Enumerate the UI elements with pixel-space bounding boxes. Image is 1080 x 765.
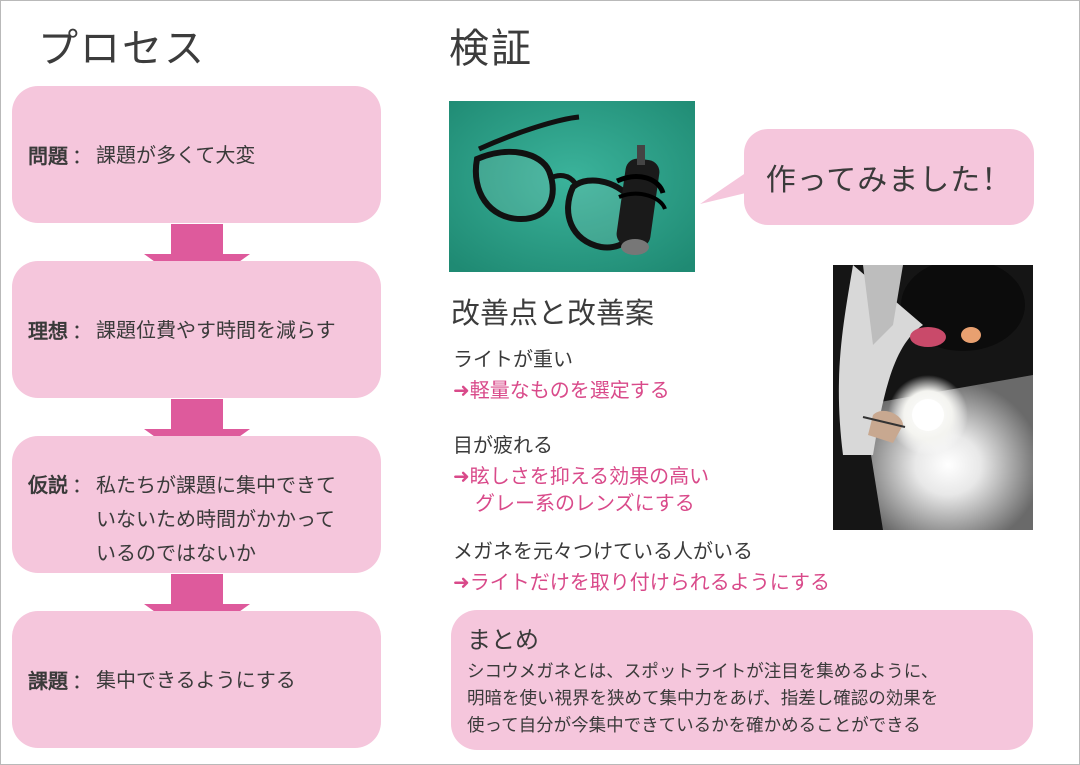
problem-text: 目が疲れる [453,433,553,457]
step-colon: ： [72,144,92,168]
step-text-line: いるのではないか [96,541,256,565]
solution-text: グレー系のレンズにする [475,491,695,515]
step-task: 課題 ： 集中できるようにする [12,611,381,748]
step-problem: 問題 ： 課題が多くて大変 [12,86,381,223]
step-text-line: 私たちが課題に集中できて [96,473,336,497]
step-text-line: いないため時間がかかって [96,507,335,531]
step-text-block: 私たちが課題に集中できて いないため時間がかかって いるのではないか [96,468,336,570]
improvements-title: 改善点と改善案 [451,296,655,330]
step-label: 課題 [28,669,68,693]
bubble-tail-icon [700,170,750,204]
solution-text: ➜軽量なものを選定する [453,378,670,402]
down-arrow-icon [144,224,250,292]
down-arrow-icon [144,399,250,467]
step-text: 課題位費やす時間を減らす [96,317,336,342]
summary-line: 明暗を使い視界を狭めて集中力をあげ、指差し確認の効果を [467,689,939,709]
summary-box: まとめ シコウメガネとは、スポットライトが注目を集めるように、 明暗を使い視界を… [451,610,1033,750]
step-label: 仮説 [28,473,68,497]
solution-text: ➜眩しさを抑える効果の高い [453,464,710,488]
step-text: 課題が多くて大変 [96,142,256,167]
step-colon: ： [72,669,92,693]
step-label: 理想 [28,319,68,343]
step-colon: ： [72,319,92,343]
glasses-photo [449,101,695,272]
summary-title: まとめ [467,626,539,654]
process-heading: プロセス [38,26,206,72]
verification-heading: 検証 [449,26,533,72]
step-label: 問題 [28,144,68,168]
problem-text: ライトが重い [453,347,573,371]
step-ideal: 理想 ： 課題位費やす時間を減らす [12,261,381,398]
down-arrow-icon [144,574,250,642]
step-hypothesis: 仮説 ： 私たちが課題に集中できて いないため時間がかかって いるのではないか [12,436,381,573]
solution-text: ➜ライトだけを取り付けられるようにする [453,570,830,594]
summary-line: 使って自分が今集中できているかを確かめることができる [467,716,921,736]
problem-text: メガネを元々つけている人がいる [453,539,753,563]
step-text: 集中できるようにする [96,667,296,692]
step-colon: ： [72,473,92,497]
speech-bubble: 作ってみました！ [744,129,1034,225]
person-photo [833,265,1033,530]
summary-line: シコウメガネとは、スポットライトが注目を集めるように、 [467,662,939,682]
